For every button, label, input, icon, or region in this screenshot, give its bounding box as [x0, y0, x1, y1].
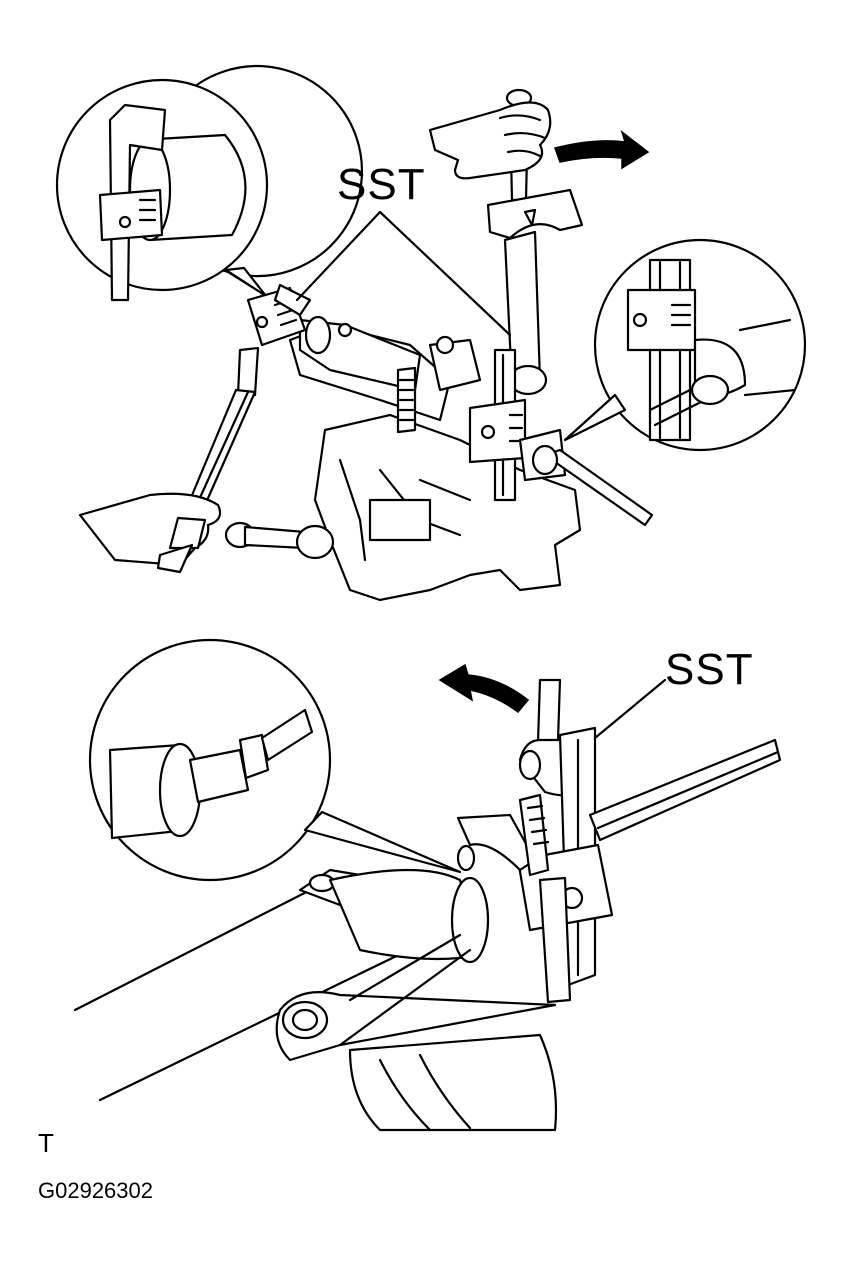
hand-icon	[78, 492, 222, 574]
bottom-figure	[73, 638, 782, 1132]
hand-icon	[428, 101, 552, 180]
sst-label-top: SST	[337, 160, 426, 209]
top-figure	[55, 65, 807, 602]
curved-arrow-icon	[438, 663, 530, 714]
sst-leader-top	[295, 210, 512, 337]
sst-wrench-angled	[188, 283, 312, 507]
curved-arrow-icon	[554, 129, 650, 170]
detail-circle-bottom-left	[88, 638, 462, 882]
detail-circle-top-left	[55, 65, 364, 302]
loose-pin	[224, 521, 335, 560]
gear-housing	[288, 315, 582, 602]
sst-label-bottom: SST	[665, 645, 754, 694]
figure-code: G02926302	[38, 1178, 153, 1203]
detail-circle-right	[563, 238, 807, 452]
corner-mark: T	[38, 1128, 54, 1158]
sst-leader-bottom	[593, 678, 667, 740]
rack-housing	[73, 868, 558, 1132]
sst-wrench-bottom	[456, 678, 782, 1004]
